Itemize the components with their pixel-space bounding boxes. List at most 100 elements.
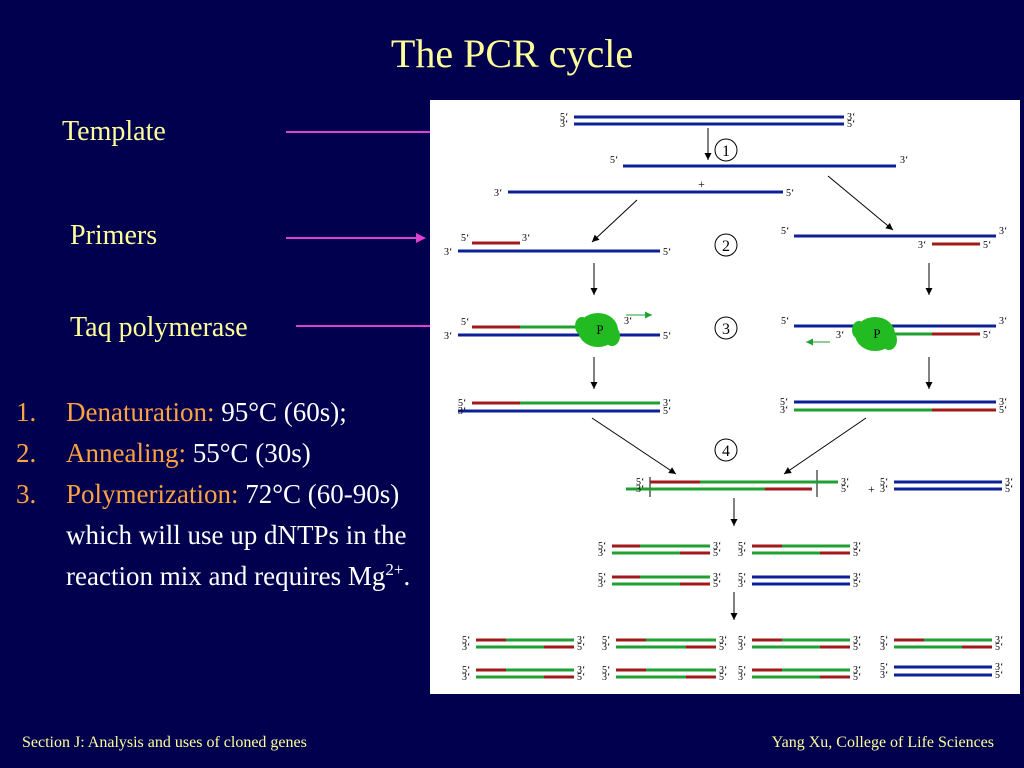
flow-arrow-head: [925, 382, 933, 389]
hybrid-product-end-label: 5‘: [841, 484, 849, 495]
end-label: 5‘: [663, 247, 671, 258]
step-circle-3-label: 3: [722, 321, 730, 338]
step-item-polymerization: 3. Polymerization: 72°C (60-90s) which w…: [16, 474, 428, 597]
amplicon-end-label: 3‘: [462, 672, 470, 683]
flow-arrow: [591, 199, 638, 243]
footer-right: Yang Xu, College of Life Sciences: [771, 734, 994, 751]
step-number: 1.: [16, 397, 37, 427]
end-label: 3‘: [624, 316, 632, 327]
step-circle-3: [714, 316, 738, 340]
end-label: 5‘: [663, 331, 671, 342]
amplicon-end-label: 3‘: [738, 672, 746, 683]
step-number: 3.: [16, 479, 37, 509]
step-detail: 72°C (60-90s) which will use up dNTPs in…: [66, 479, 407, 591]
template-dna-end-label: 3‘: [847, 112, 855, 123]
amplicon-end-label: 5‘: [719, 672, 727, 683]
product-right-end-label: 5‘: [780, 397, 788, 408]
template-copy-end-label: 5‘: [738, 572, 746, 583]
flow-arrow: [827, 175, 894, 231]
amplicon-end-label: 5‘: [738, 635, 746, 646]
flow-arrow: [783, 417, 867, 475]
end-label: 3‘: [999, 226, 1007, 237]
end-label: 3‘: [522, 233, 530, 244]
end-label: 3‘: [999, 316, 1007, 327]
flow-arrow-head: [704, 153, 712, 160]
taq-polymerase-label: Taq polymerase: [70, 312, 248, 343]
end-label: 5‘: [461, 317, 469, 328]
flow-arrow-head: [668, 467, 676, 474]
template-copy-end-label: 5‘: [853, 579, 861, 590]
step-item-denaturation: 1. Denaturation: 95°C (60s);: [16, 392, 428, 433]
amplicon-end-label: 3‘: [462, 642, 470, 653]
taq-polymerase-right-lobe: [881, 330, 897, 350]
step-item-annealing: 2. Annealing: 55°C (30s): [16, 433, 428, 474]
amplicon-end-label: 3‘: [738, 548, 746, 559]
footer-left: Section J: Analysis and uses of cloned g…: [22, 734, 307, 751]
step-superscript: 2+: [385, 560, 404, 579]
template-dna-end-label: 3‘: [560, 119, 568, 130]
end-label: 5‘: [610, 155, 618, 166]
end-label: 3‘: [444, 247, 452, 258]
template-copy-end-label: 3‘: [880, 484, 888, 495]
extension-arrow-right-head: [645, 311, 652, 319]
hybrid-product-end-label: 3‘: [841, 477, 849, 488]
flow-arrow-head: [730, 519, 738, 526]
product-right-end-label: 3‘: [999, 397, 1007, 408]
step-detail: 55°C (30s): [185, 438, 311, 468]
amplicon-end-label: 5‘: [713, 579, 721, 590]
hybrid-product-end-label: 5‘: [636, 477, 644, 488]
amplicon-end-label: 3‘: [598, 579, 606, 590]
amplicon-end-label: 5‘: [853, 642, 861, 653]
slide-title: The PCR cycle: [390, 31, 634, 76]
step-circle-2: [714, 233, 738, 257]
amplicon-end-label: 5‘: [853, 548, 861, 559]
template-copy-end-label: 5‘: [1005, 484, 1013, 495]
step-circle-4-label: 4: [722, 443, 730, 460]
amplicon-end-label: 3‘: [853, 635, 861, 646]
amplicon-end-label: 5‘: [738, 541, 746, 552]
template-copy-end-label: 3‘: [995, 662, 1003, 673]
template-copy-end-label: 5‘: [880, 662, 888, 673]
step-circle-4: [714, 438, 738, 462]
amplicon-end-label: 3‘: [853, 665, 861, 676]
amplicon-end-label: 5‘: [462, 665, 470, 676]
amplicon-end-label: 3‘: [577, 665, 585, 676]
flow-arrow-head: [730, 613, 738, 620]
amplicon-end-label: 3‘: [602, 672, 610, 683]
product-right-end-label: 3‘: [780, 405, 788, 416]
taq-polymerase-left-lobe: [604, 326, 620, 346]
taq-polymerase-left-label: P: [596, 322, 603, 337]
amplicon-end-label: 5‘: [738, 665, 746, 676]
template-copy-end-label: 5‘: [880, 477, 888, 488]
amplicon-end-label: 5‘: [577, 672, 585, 683]
product-right-end-label: 5‘: [999, 405, 1007, 416]
end-label: 3‘: [836, 330, 844, 341]
template-copy-end-label: 3‘: [1005, 477, 1013, 488]
pcr-steps-list: 1. Denaturation: 95°C (60s); 2. Annealin…: [16, 392, 428, 597]
step-circle-1: [714, 138, 738, 162]
step-name: Annealing:: [66, 438, 186, 468]
amplicon-end-label: 3‘: [995, 635, 1003, 646]
template-copy-end-label: 5‘: [995, 670, 1003, 681]
step-end: .: [403, 561, 411, 591]
end-label: 5‘: [781, 316, 789, 327]
amplicon-end-label: 5‘: [880, 635, 888, 646]
amplicon-end-label: 5‘: [577, 642, 585, 653]
end-label: 3‘: [494, 188, 502, 199]
end-label: 3‘: [444, 331, 452, 342]
plus-sign: +: [698, 177, 705, 191]
product-left-end-label: 5‘: [663, 406, 671, 417]
step-name: Denaturation:: [66, 397, 215, 427]
plus-sign: +: [868, 482, 875, 496]
primers-label: Primers: [70, 220, 158, 251]
extension-arrow-left-head: [806, 338, 813, 346]
amplicon-end-label: 3‘: [719, 665, 727, 676]
amplicon-end-label: 3‘: [598, 548, 606, 559]
amplicon-end-label: 3‘: [602, 642, 610, 653]
amplicon-end-label: 5‘: [462, 635, 470, 646]
step-number: 2.: [16, 438, 37, 468]
pcr-diagram: 5‘3‘3‘5‘15‘3‘+3‘5‘25‘3‘3‘5‘5‘3‘3‘5‘35‘3‘…: [444, 112, 1013, 683]
template-dna-end-label: 5‘: [847, 119, 855, 130]
end-label: 5‘: [781, 226, 789, 237]
